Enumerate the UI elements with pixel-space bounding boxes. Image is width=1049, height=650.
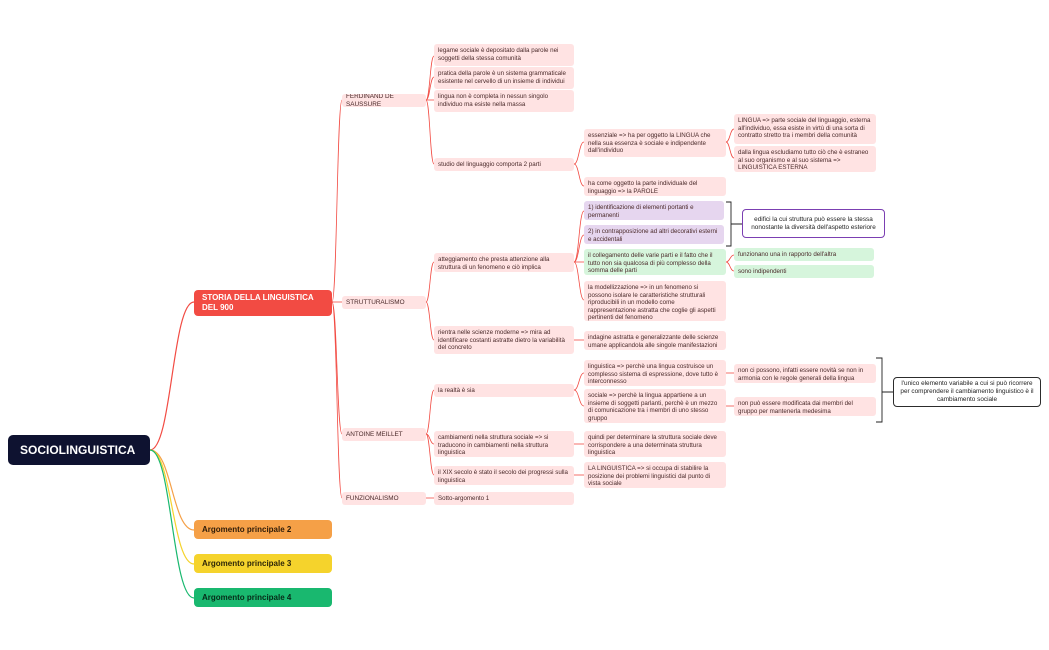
link-root-main4: [149, 449, 195, 599]
strutturalismo-point-1[interactable]: atteggiamento che presta attenzione alla…: [434, 253, 574, 272]
reality-linguistica[interactable]: linguistica => perchè una lingua costrui…: [584, 360, 726, 386]
link-root-main2: [149, 449, 195, 531]
summary-bracket-meillet: [876, 357, 893, 423]
strutturalismo-point-2[interactable]: rientra nelle scienze moderne => mira ad…: [434, 326, 574, 354]
subtopic-funzionalismo[interactable]: FUNZIONALISMO: [342, 492, 426, 505]
meillet-point-1[interactable]: la realtà è sia: [434, 384, 574, 397]
meillet-point-2[interactable]: cambiamenti nella struttura sociale => s…: [434, 431, 574, 457]
collegamento-detail-2[interactable]: sono indipendenti: [734, 265, 874, 278]
subtopic-meillet[interactable]: ANTOINE MEILLET: [342, 428, 426, 441]
lingua-detail-2[interactable]: dalla lingua escludiamo tutto ciò che è …: [734, 146, 876, 172]
summary-strutturalismo[interactable]: edifici la cui struttura può essere la s…: [742, 209, 885, 238]
link-main1-funzionalismo: [331, 301, 343, 499]
implication-2[interactable]: 2) in contrapposizione ad altri decorati…: [584, 225, 724, 244]
cambiamenti-detail[interactable]: quindi per determinare la struttura soci…: [584, 431, 726, 457]
saussure-point-3[interactable]: lingua non è completa in nessun singolo …: [434, 90, 574, 112]
saussure-point-2[interactable]: pratica della parole è un sistema gramma…: [434, 67, 574, 89]
reality-detail-1[interactable]: non ci possono, infatti essere novità se…: [734, 364, 876, 383]
saussure-point-1[interactable]: legame sociale è depositato dalla parole…: [434, 44, 574, 66]
subtopic-strutturalismo[interactable]: STRUTTURALISMO: [342, 296, 426, 309]
saussure-part-parole[interactable]: ha come oggetto la parte individuale del…: [584, 177, 726, 196]
main-topic-2[interactable]: Argomento principale 2: [194, 520, 332, 539]
lingua-detail-1[interactable]: LINGUA => parte sociale del linguaggio, …: [734, 114, 876, 144]
link-main1-saussure: [331, 99, 343, 303]
funzionalismo-point-1[interactable]: Sotto-argomento 1: [434, 492, 574, 505]
meillet-point-3[interactable]: il XIX secolo è stato il secolo dei prog…: [434, 466, 574, 485]
summary-bracket-strutturalismo: [726, 201, 742, 247]
collegamento-detail-1[interactable]: funzionano una in rapporto dell'altra: [734, 248, 874, 261]
main-topic-4[interactable]: Argomento principale 4: [194, 588, 332, 607]
link-root-main3: [149, 449, 195, 565]
subtopic-saussure[interactable]: FERDINAND DE SAUSSURE: [342, 94, 426, 107]
main-topic-storia[interactable]: STORIA DELLA LINGUISTICA DEL 900: [194, 290, 332, 316]
xix-detail[interactable]: LA LINGUISTICA => si occupa di stabilire…: [584, 462, 726, 488]
saussure-point-4[interactable]: studio del linguaggio comporta 2 parti: [434, 158, 574, 171]
implication-4[interactable]: la modellizzazione => in un fenomeno si …: [584, 281, 726, 321]
summary-meillet[interactable]: l'unico elemento variabile a cui si può …: [893, 377, 1041, 407]
scienze-detail[interactable]: indagine astratta e generalizzante delle…: [584, 331, 726, 350]
root-node[interactable]: SOCIOLINGUISTICA: [8, 435, 150, 465]
saussure-part-lingua[interactable]: essenziale => ha per oggetto la LINGUA c…: [584, 129, 726, 157]
main-topic-3[interactable]: Argomento principale 3: [194, 554, 332, 573]
implication-1[interactable]: 1) identificazione di elementi portanti …: [584, 201, 724, 220]
reality-sociale[interactable]: sociale => perchè la lingua appartiene a…: [584, 389, 726, 423]
implication-3[interactable]: il collegamento delle varie parti e il f…: [584, 249, 726, 275]
link-root-main1: [149, 301, 195, 451]
reality-detail-2[interactable]: non può essere modificata dai membri del…: [734, 397, 876, 416]
